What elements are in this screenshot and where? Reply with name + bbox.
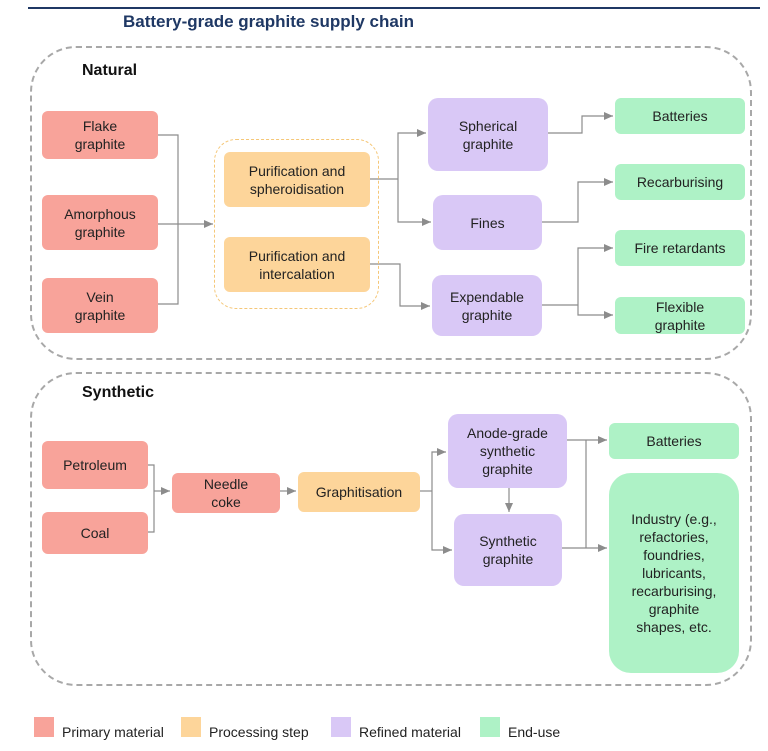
coal-box: Coal [42, 512, 148, 554]
connector-flake [158, 134, 179, 224]
natural-section [30, 46, 752, 360]
synthetic-batteries-box: Batteries [609, 423, 739, 459]
connector-to-flexible [577, 305, 613, 319]
processing-group [214, 139, 379, 309]
flake-graphite-box: Flake graphite [42, 111, 158, 159]
connector-to-fines [397, 179, 431, 226]
legend-refined-swatch [331, 717, 351, 737]
needle-coke-box: Needle coke [172, 473, 280, 513]
connector-to-expendable [370, 263, 430, 310]
connector-to-synthetic [431, 491, 452, 554]
petroleum-box: Petroleum [42, 441, 148, 489]
legend-process-label: Processing step [209, 724, 309, 740]
legend-primary-label: Primary material [62, 724, 164, 740]
synthetic-graphite-box: Synthetic graphite [454, 514, 562, 586]
legend-refined: Refined material [331, 714, 461, 740]
connector-to-anode [431, 448, 446, 491]
batteries-box: Batteries [615, 98, 745, 134]
legend-primary: Primary material [34, 714, 164, 740]
legend-enduse-label: End-use [508, 724, 561, 740]
fire-retardants-box: Fire retardants [615, 230, 745, 266]
legend-process: Processing step [181, 714, 309, 740]
recarburising-box: Recarburising [615, 164, 745, 200]
connector-to-spherical [397, 129, 426, 179]
legend-process-swatch [181, 717, 201, 737]
expendable-graphite-box: Expendable graphite [432, 275, 542, 336]
anode-grade-synthetic-graphite-box: Anode-grade synthetic graphite [448, 414, 567, 488]
fines-box: Fines [433, 195, 542, 250]
page-title: Battery-grade graphite supply chain [123, 12, 414, 31]
connector-vein [158, 224, 179, 305]
header-rule [28, 7, 760, 9]
legend-enduse: End-use [480, 714, 560, 740]
legend-primary-swatch [34, 717, 54, 737]
amorphous-graphite-box: Amorphous graphite [42, 195, 158, 250]
legend-refined-label: Refined material [359, 724, 461, 740]
synthetic-section-label: Synthetic [82, 384, 155, 401]
graphitisation-box: Graphitisation [298, 472, 420, 512]
connector-to-batteries [548, 112, 613, 134]
purification-spheroidisation-box: Purification and spheroidisation [224, 152, 370, 207]
connector-to-fire [577, 244, 613, 305]
industry-box: Industry (e.g., refactories, foundries, … [609, 473, 739, 673]
connector-coal [148, 491, 155, 533]
vein-graphite-box: Vein graphite [42, 278, 158, 333]
legend-enduse-swatch [480, 717, 500, 737]
spherical-graphite-box: Spherical graphite [428, 98, 548, 171]
synthetic-section [30, 372, 752, 686]
connector-petroleum [148, 464, 155, 491]
natural-section-label: Natural [82, 62, 138, 79]
purification-intercalation-box: Purification and intercalation [224, 237, 370, 292]
flexible-graphite-box: Flexible graphite [615, 297, 745, 334]
connector-to-recarburising [542, 178, 613, 223]
